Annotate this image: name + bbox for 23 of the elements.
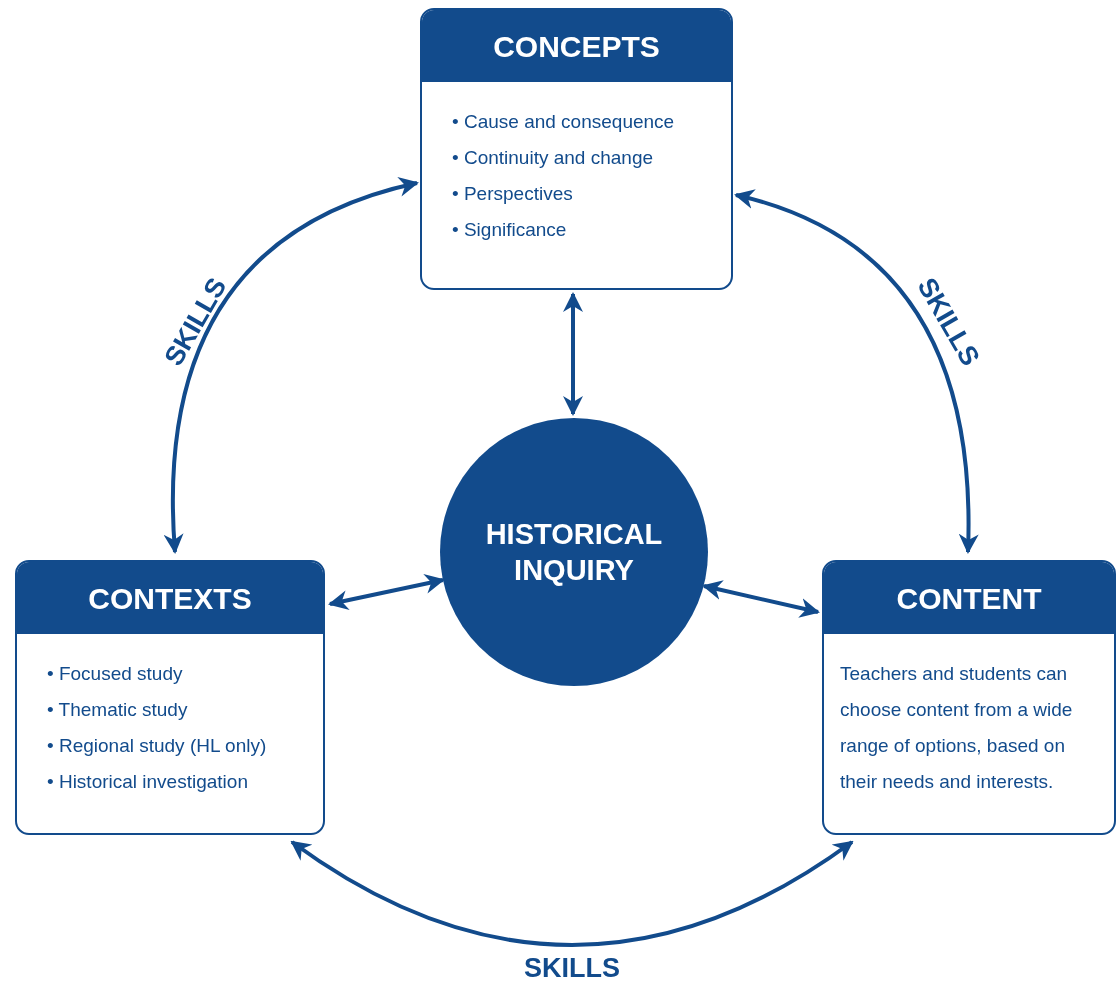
list-item: • Continuity and change — [452, 146, 654, 170]
list-item: • Cause and consequence — [452, 110, 676, 134]
list-item: • Historical investigation — [47, 770, 249, 794]
double-arrow — [164, 177, 419, 554]
card-title: CONCEPTS — [493, 28, 660, 65]
circle-title: HISTORICAL INQUIRY — [484, 516, 664, 588]
list-item: • Focused study — [47, 662, 184, 686]
list-item: • Perspectives — [452, 182, 574, 206]
list-item: • Regional study (HL only) — [47, 734, 268, 758]
topic-card — [15, 560, 325, 835]
double-arrow — [563, 292, 583, 416]
double-arrow — [702, 580, 820, 618]
topic-card — [822, 560, 1116, 835]
list-item: • Significance — [452, 218, 568, 242]
card-title: CONTENT — [896, 580, 1042, 617]
card-title: CONTEXTS — [88, 580, 252, 617]
double-arrow — [290, 840, 854, 947]
edge-label: SKILLS — [524, 954, 620, 982]
topic-card — [420, 8, 733, 290]
list-item: • Thematic study — [47, 698, 189, 722]
double-arrow — [734, 190, 979, 554]
description-text: Teachers and students can choose content from a wide range of options, based on their needs and interests. — [839, 662, 1074, 794]
double-arrow — [328, 573, 445, 611]
